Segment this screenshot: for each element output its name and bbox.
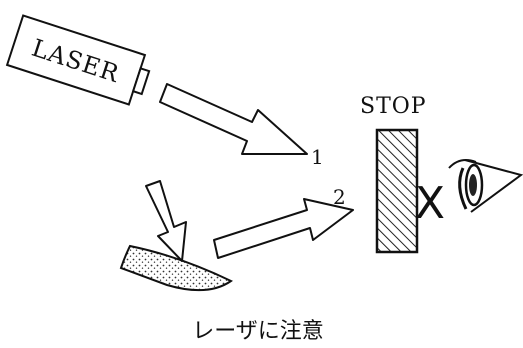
stop-label: STOP [360,94,427,119]
beam-to-mirror-arrow [145,180,187,262]
direct-beam-arrow [159,83,308,155]
caption: レーザに注意 [192,319,324,344]
arrow-2-label: 2 [333,185,346,209]
arrow-1-label: 1 [311,145,324,169]
reflecting-surface [119,244,233,292]
eye-icon [448,159,523,213]
blocked-mark: X [415,178,445,229]
stop-barrier [375,128,419,254]
reflected-beam-arrow [213,198,354,259]
laser-device: LASER [5,14,151,106]
